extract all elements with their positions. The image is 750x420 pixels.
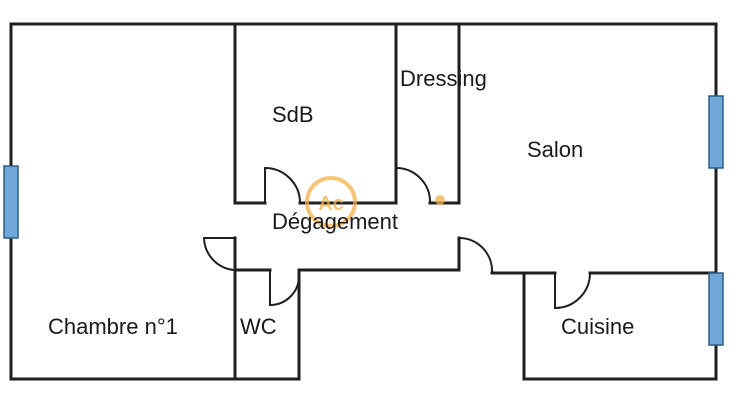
door-sdb: [264, 166, 301, 204]
door-cuisine: [554, 272, 591, 310]
window-cuisine: [708, 272, 724, 346]
label-degagement: Dégagement: [272, 209, 398, 234]
watermark-logo: Ac: [305, 176, 445, 228]
doors: [202, 166, 591, 310]
interior-walls: [233, 22, 718, 381]
label-dressing: Dressing: [400, 66, 487, 91]
watermark-circle: [305, 176, 357, 228]
label-sdb: SdB: [272, 102, 314, 127]
watermark-dot: [435, 195, 445, 205]
door-salon: [458, 236, 494, 274]
label-salon: Salon: [527, 137, 583, 162]
door-chambre: [202, 237, 236, 271]
door-dressing: [395, 167, 432, 204]
door-wc: [269, 270, 300, 307]
watermark-logo-text: Ac: [318, 193, 344, 215]
windows: [3, 95, 724, 346]
label-chambre: Chambre n°1: [48, 314, 178, 339]
window-chambre: [3, 165, 19, 239]
room-labels: SdB Dressing Salon Dégagement Chambre n°…: [48, 66, 634, 339]
label-cuisine: Cuisine: [561, 314, 634, 339]
label-wc: WC: [240, 314, 277, 339]
window-salon: [708, 95, 724, 169]
